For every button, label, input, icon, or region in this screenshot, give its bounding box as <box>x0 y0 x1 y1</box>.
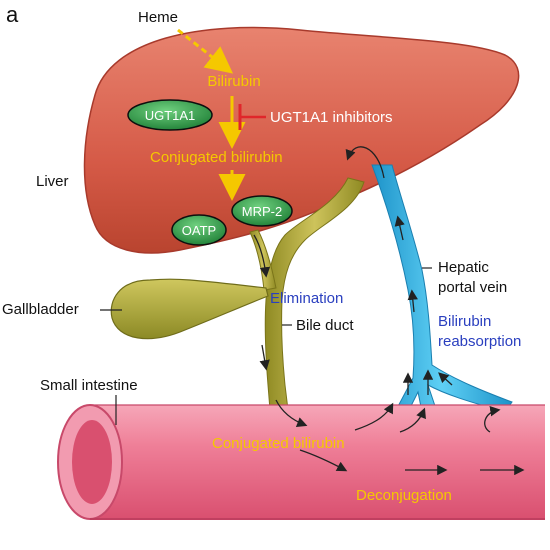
heme-label: Heme <box>138 9 178 26</box>
ugt1a1-label: UGT1A1 <box>145 108 196 123</box>
bile-duct-label: Bile duct <box>296 317 354 334</box>
flow-arrow-vein-5 <box>394 215 405 241</box>
liver-label: Liver <box>36 173 69 190</box>
small-intestine-label: Small intestine <box>40 377 138 394</box>
conjugated-bilirubin-liver-label: Conjugated bilirubin <box>150 149 283 166</box>
bilirubin-label: Bilirubin <box>207 73 260 90</box>
liver-shape <box>83 26 520 254</box>
small-intestine <box>57 404 545 520</box>
reabsorption-label-2: reabsorption <box>438 333 521 350</box>
mrp2-label: MRP-2 <box>242 204 282 219</box>
elimination-label: Elimination <box>270 290 343 307</box>
conjugated-bilirubin-intestine-label: Conjugated bilirubin <box>212 435 345 452</box>
hepatic-portal-vein-label-2: portal vein <box>438 279 507 296</box>
flow-arrow-vein-3 <box>438 372 453 386</box>
gallbladder-label: Gallbladder <box>2 301 79 318</box>
panel-letter: a <box>6 2 19 27</box>
gallbladder-shape <box>110 278 269 340</box>
inhibitor-symbol <box>238 104 266 130</box>
inhibitors-label: UGT1A1 inhibitors <box>270 109 393 126</box>
deconjugation-label: Deconjugation <box>356 487 452 504</box>
oatp-transporter <box>171 214 227 246</box>
reabsorption-label-1: Bilirubin <box>438 313 491 330</box>
flow-arrow-intestine-1 <box>299 449 348 472</box>
flow-arrow-bile-1 <box>253 234 271 278</box>
flow-arrow-bile-2 <box>259 344 270 371</box>
flow-arrow-reabsorb-1 <box>354 402 394 431</box>
flow-arrow-bile-3 <box>275 399 308 428</box>
flow-arrow-reabsorb-2 <box>399 407 426 433</box>
flow-arrow-reabsorb-3 <box>484 406 501 433</box>
hepatic-portal-vein-label-1: Hepatic <box>438 259 489 276</box>
flow-arrow-vein-4 <box>407 289 418 313</box>
mrp2-transporter <box>231 195 293 227</box>
heme-to-bilirubin-arrow <box>177 28 234 74</box>
oatp-label: OATP <box>182 223 216 238</box>
ugt1a1-enzyme <box>127 99 213 131</box>
flow-arrow-vein-6 <box>345 146 385 179</box>
